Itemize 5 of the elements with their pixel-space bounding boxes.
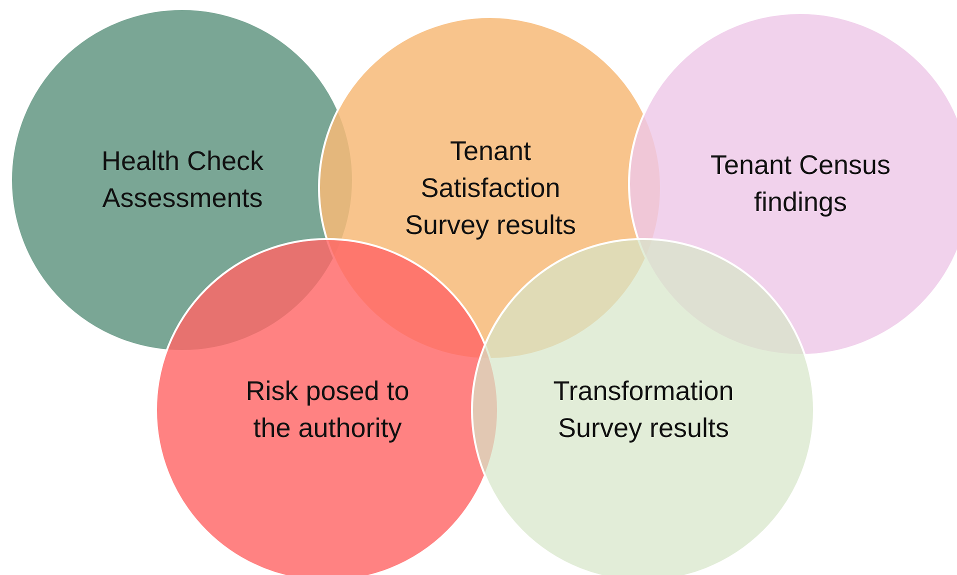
circle-label: Health Check Assessments [100, 145, 265, 215]
circle-label: Risk posed to the authority [244, 375, 410, 445]
circle-label: Transformation Survey results [552, 375, 735, 445]
circle-label: Tenant Census findings [709, 149, 892, 219]
circle-label: Tenant Satisfaction Survey results [404, 134, 578, 242]
